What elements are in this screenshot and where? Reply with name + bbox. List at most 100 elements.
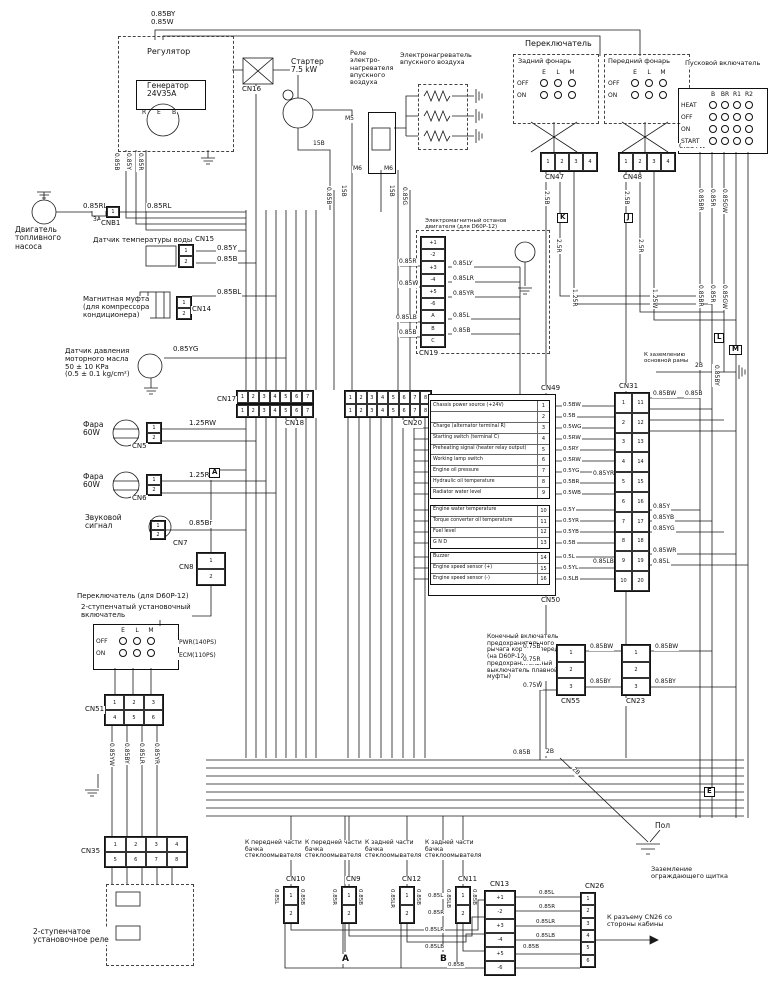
connector-pin: +5: [485, 947, 515, 961]
switch-contact: [709, 101, 717, 109]
connector-pin: 1: [177, 297, 191, 308]
connector-pin: 6: [398, 391, 410, 404]
wire-label: 15B: [339, 184, 347, 198]
connector-label: CN31: [618, 382, 640, 391]
connector-label: CNB1: [100, 219, 122, 228]
floor-label: Пол: [654, 821, 672, 831]
start-switch-label: Пусковой включатель: [684, 59, 762, 68]
marker-j: J: [624, 213, 633, 223]
connector-pin: 15: [632, 472, 649, 492]
connector-pin: 2: [197, 569, 225, 585]
wire-label: ECM(110PS): [178, 652, 217, 660]
connector-pin: +3: [485, 919, 515, 933]
switch-row-label: OFF: [608, 79, 620, 87]
engine-stop-box: [416, 230, 550, 354]
connector-pin: -4: [421, 273, 445, 286]
relay-coil-icon: [115, 891, 141, 907]
wire-label: 0.75W: [522, 682, 544, 690]
marker-m: M: [729, 345, 742, 355]
wire-label: 1.25R: [570, 288, 578, 308]
switch-contact: [631, 91, 639, 99]
wire-label: 0.85YG: [652, 525, 676, 533]
connector-pin: 5: [388, 404, 399, 417]
d60p-switch-label: Переключатель (для D60P-12): [76, 592, 190, 601]
stop-solenoid-symbol: [514, 241, 536, 263]
wire-label: 0.85LR: [424, 927, 446, 934]
marker-k: K: [557, 213, 569, 223]
magnetic-clutch-label: Магнитная муфта (для компрессора кондици…: [82, 295, 151, 320]
connector-pin: 19: [632, 551, 649, 572]
arrow-icon: [649, 935, 659, 945]
wire-label: 0.85B: [324, 186, 332, 206]
connector-pin: 5: [105, 852, 126, 867]
connector-pin: 1: [237, 391, 248, 403]
wire-label: 0.5RW: [562, 457, 582, 464]
connector-cn13: +1-2+3-4+5-6: [484, 890, 516, 976]
connector-pin: 2: [284, 905, 298, 923]
monitor-row-label: Starting switch (terminal C): [433, 435, 500, 441]
wire-label: 0.5YG: [562, 468, 581, 475]
heater-relay-box: [368, 112, 396, 174]
mid-loom-wires: [347, 418, 426, 758]
switch-row-label: OFF: [681, 113, 693, 121]
connector-pin: -6: [421, 298, 445, 311]
switch-contact: [659, 79, 667, 87]
marker-a: А: [341, 954, 350, 965]
connector-pin: 5: [124, 710, 144, 725]
two-stage-relay-box: [106, 884, 194, 966]
wire-label: 0.85B: [452, 327, 472, 335]
switch-contact: [645, 91, 653, 99]
wire-label: M6: [352, 165, 363, 173]
switch-row-label: ON: [517, 91, 527, 99]
wire-label: 0.75R: [522, 656, 542, 664]
switch-contact: [733, 137, 741, 145]
connector-pin: 6: [143, 710, 163, 725]
connector-pin: C: [421, 334, 445, 347]
wire-label: 0.85B: [414, 888, 421, 907]
relay-coil-icon: [115, 925, 141, 941]
wire-label: M5: [344, 115, 355, 123]
connector-pin: 1: [105, 837, 126, 852]
marker-l: L: [714, 333, 725, 343]
connector-pin: 3: [557, 678, 585, 695]
connector-label: CN49: [540, 384, 562, 393]
connector-pin: 8: [166, 852, 187, 867]
two-stage-relay-label: 2-ступенчатое установочное реле: [32, 927, 110, 945]
front-lamp-switch-box: [604, 54, 690, 124]
connector-pin: 2: [557, 661, 585, 679]
switch-col-label: B: [710, 91, 716, 98]
connector-pin: 4: [581, 929, 595, 943]
connector-label: CN8: [178, 563, 195, 572]
regulator-label: Регулятор: [146, 47, 192, 57]
wire-label: 0.85G: [400, 186, 408, 207]
switch-contact: [645, 79, 653, 87]
fuel-pump-label: Двигатель топливного насоса: [14, 225, 62, 252]
switch-contact: [721, 113, 729, 121]
wire-label: M6: [383, 165, 394, 173]
wire-label: 1.25RW: [188, 419, 218, 428]
wire-label: 0.85LB: [444, 888, 451, 910]
wire-label: 0.85L: [452, 312, 471, 320]
magnetic-clutch-coil-icon: [147, 292, 165, 318]
wire-label: 0.5Y: [562, 507, 577, 514]
wire-label: 0.85BW: [654, 643, 680, 651]
air-heater-box: [418, 84, 468, 150]
connector-label: CN50: [540, 596, 562, 605]
marker-a: A: [209, 468, 221, 478]
lamp-switch-cross-wires: [530, 121, 669, 153]
generator-box: [136, 80, 206, 110]
monitor-row-label: Engine oil pressure: [433, 467, 479, 473]
connector-label: CN7: [172, 539, 189, 548]
wire-label: 0.85B: [512, 749, 532, 757]
heater-relay-label: Реле электро- нагревателя впускного возд…: [349, 49, 395, 87]
monitor-pin: 2: [537, 411, 549, 422]
connector-pin: 5: [280, 405, 292, 417]
connector-pin: 2: [555, 153, 569, 171]
monitor-pin: 15: [537, 563, 549, 574]
